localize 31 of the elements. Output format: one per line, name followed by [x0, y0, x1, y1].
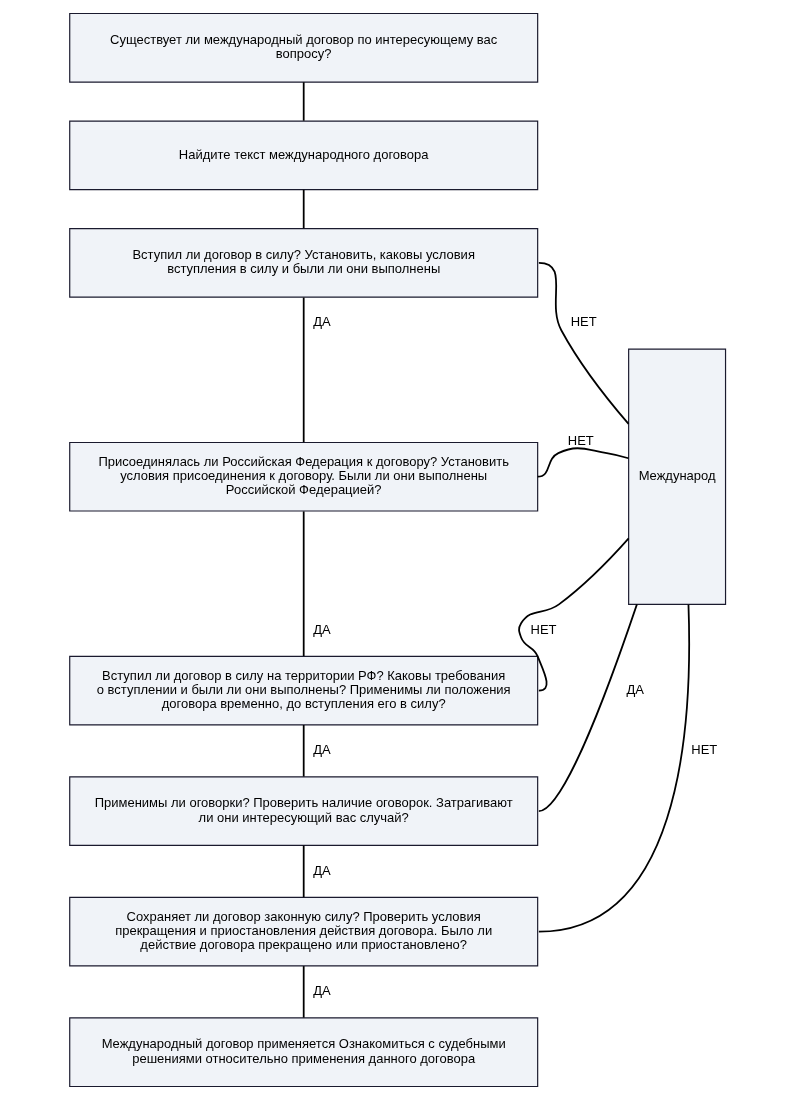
- node-box: Вступил ли договор в силу на территории РФ? Каковы требования о вступлении и были ли они выполнены? Применимы ли положения договора временно, до вступления его в силу?: [69, 655, 539, 726]
- edge-label: ДА: [313, 862, 331, 878]
- node-box: Международный договор применяется Ознакомиться с судебными решениями относительно применения данного договора: [69, 1017, 539, 1088]
- node-box: Сохраняет ли договор законную силу? Проверить условия прекращения и приостановления действия договора. Было ли действие договора прекращено или приостановлено?: [69, 896, 539, 967]
- connector: [537, 603, 638, 813]
- edge-label: НЕТ: [567, 432, 594, 448]
- connector: [302, 844, 305, 898]
- edge-label: ДА: [626, 681, 644, 697]
- edge-label: НЕТ: [530, 621, 557, 637]
- edge-label: НЕТ: [570, 314, 597, 330]
- node-box: Применимы ли оговорки? Проверить наличие оговорок. Затрагивают ли они интересующий вас случай?: [69, 776, 539, 846]
- node-box: Существует ли международный договор по интересующему вас вопросу?: [69, 12, 539, 83]
- edge-label: НЕТ: [691, 742, 718, 758]
- connector: [302, 188, 305, 230]
- edge-label: ДА: [313, 621, 331, 637]
- node-box: Найдите текст международного договора: [69, 120, 539, 191]
- edge-label: ДА: [313, 742, 331, 758]
- connector: [302, 81, 305, 122]
- node-box: Международ: [628, 348, 727, 605]
- connector: [537, 261, 630, 425]
- connector: [518, 537, 630, 692]
- edge-label: ДА: [313, 983, 331, 999]
- edge-label: ДА: [313, 314, 331, 330]
- connector: [302, 724, 305, 778]
- connector: [537, 603, 691, 933]
- node-box: Присоединялась ли Российская Федерация к договору? Установить условия присоединения к договору. Были ли они выполнены Российской Федерацией?: [69, 441, 539, 512]
- node-box: Вступил ли договор в силу? Установить, каковы условия вступления в силу и были ли они выполнены: [69, 228, 539, 298]
- connector: [302, 510, 305, 657]
- connector: [536, 447, 630, 478]
- connector: [302, 965, 305, 1019]
- connector: [302, 296, 305, 444]
